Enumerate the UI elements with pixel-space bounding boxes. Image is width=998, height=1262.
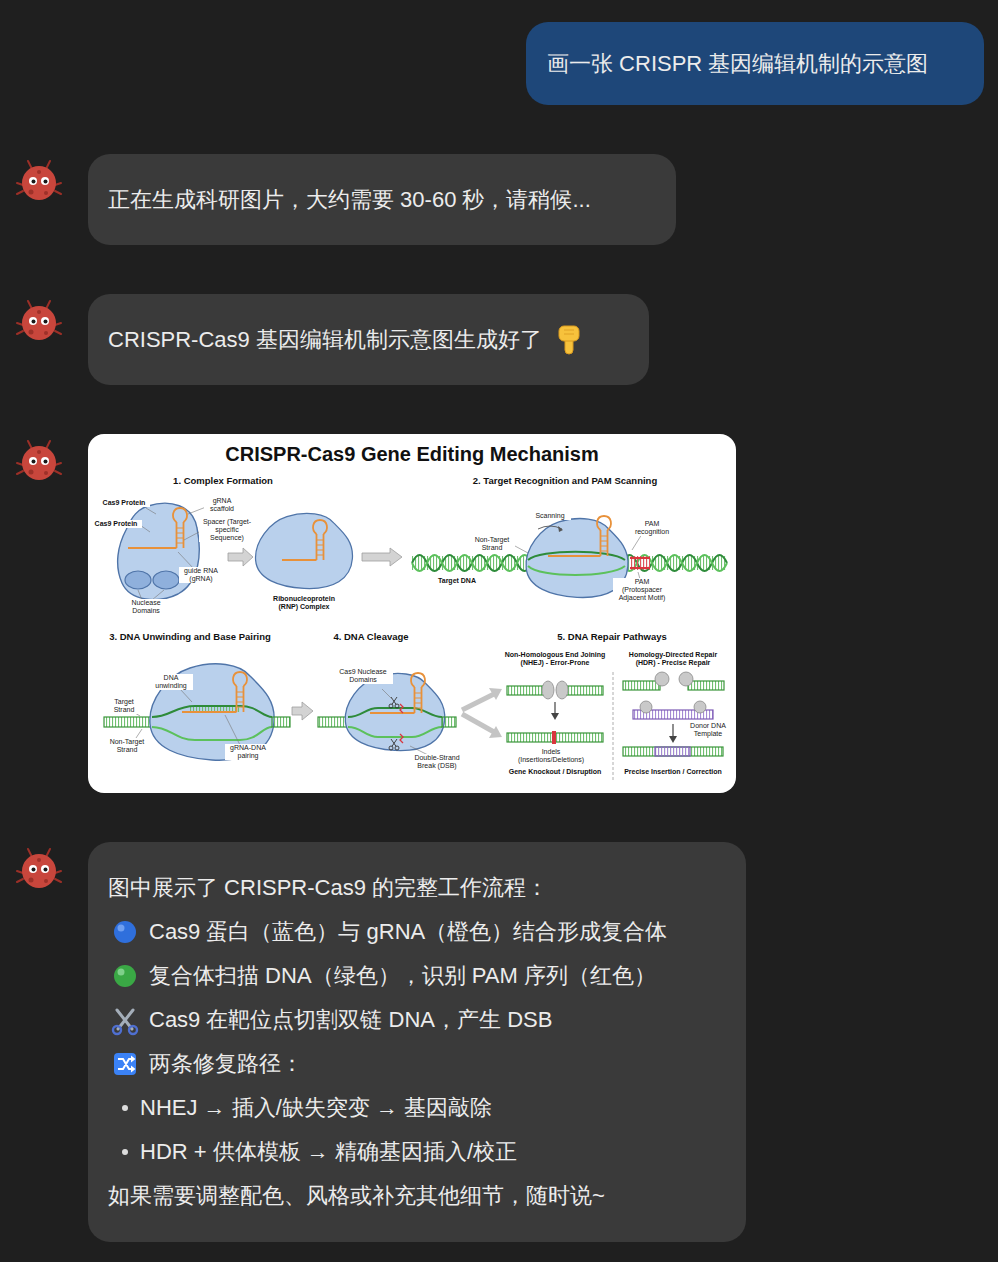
panel-1-art	[118, 503, 402, 600]
message-text: CRISPR-Cas9 基因编辑机制示意图生成好了	[108, 326, 542, 354]
figure-title: CRISPR-Cas9 Gene Editing Mechanism	[88, 442, 736, 466]
message-text: 正在生成科研图片，大约需要 30-60 秒，请稍候...	[108, 186, 591, 214]
bot-message: 正在生成科研图片，大约需要 30-60 秒，请稍候...	[88, 154, 676, 245]
message-text: 两条修复路径：	[149, 1042, 303, 1086]
figure-label: guide RNA (gRNA)	[179, 567, 223, 583]
figure-label: gRNA-DNA pairing	[225, 744, 271, 760]
figure-label: Cas9 Nuclease Domains	[333, 668, 393, 684]
figure-label: PAM recognition	[629, 520, 675, 536]
panel-4-art	[318, 673, 502, 755]
figure-label: Target DNA	[431, 577, 483, 585]
figure-label: Homology-Directed Repair (HDR) - Precise…	[619, 651, 727, 667]
figure-label: Scanning	[529, 512, 571, 520]
message-icons	[113, 921, 137, 1155]
panel-2-art	[412, 516, 727, 598]
user-message: 画一张 CRISPR 基因编辑机制的示意图	[526, 22, 984, 105]
avatars	[17, 161, 61, 888]
pointing-hand-icon	[556, 325, 582, 355]
panel-heading: 4. DNA Cleavage	[333, 632, 408, 643]
figure-label: Nuclease Domains	[124, 599, 168, 615]
panel-3-art	[104, 664, 313, 760]
figure-label: Indels (Insertions/Deletions)	[514, 748, 588, 764]
panel-heading: 5. DNA Repair Pathways	[557, 632, 666, 643]
message-text: 复合体扫描 DNA（绿色），识别 PAM 序列（红色）	[149, 954, 656, 998]
figure-label: PAM (Protospacer Adjacent Motif)	[613, 578, 671, 602]
message-text: 画一张 CRISPR 基因编辑机制的示意图	[547, 50, 928, 78]
message-text: 如果需要调整配色、风格或补充其他细节，随时说~	[108, 1174, 605, 1218]
panel-heading: 2. Target Recognition and PAM Scanning	[473, 476, 657, 487]
figure-label: Cas9 Protein	[90, 520, 142, 528]
figure-label: Precise Insertion / Correction	[617, 768, 729, 776]
figure-label: gRNA scaffold	[204, 497, 240, 513]
message-text: Cas9 在靶位点切割双链 DNA，产生 DSB	[149, 998, 552, 1042]
message-text: 图中展示了 CRISPR-Cas9 的完整工作流程：	[108, 866, 548, 910]
panel-heading: 1. Complex Formation	[173, 476, 273, 487]
figure-label: Non-Target Strand	[469, 536, 515, 552]
message-text: HDR + 供体模板 → 精确基因插入/校正	[140, 1130, 517, 1174]
figure-label: Ribonucleoprotein (RNP) Complex	[267, 595, 341, 611]
figure-label: Spacer (Target-specific Sequence)	[199, 518, 255, 542]
figure-label: DNA unwinding	[149, 674, 193, 690]
message-text: Cas9 蛋白（蓝色）与 gRNA（橙色）结合形成复合体	[149, 910, 667, 954]
figure-label: Gene Knockout / Disruption	[499, 768, 611, 776]
figure-label: Target Strand	[105, 698, 143, 714]
figure-label: Double-Strand Break (DSB)	[408, 754, 466, 770]
figure-label: Donor DNA Template	[685, 722, 731, 738]
figure-label: Non-Target Strand	[106, 738, 148, 754]
panel-heading: 3. DNA Unwinding and Base Pairing	[109, 632, 271, 643]
figure-label: Cas9 Protein	[98, 499, 150, 507]
message-text: NHEJ → 插入/缺失突变 → 基因敲除	[140, 1086, 492, 1130]
figure-label: Non-Homologous End Joining (NHEJ) - Erro…	[499, 651, 611, 667]
bot-message: 图中展示了 CRISPR-Cas9 的完整工作流程：Cas9 蛋白（蓝色）与 g…	[88, 842, 746, 1242]
